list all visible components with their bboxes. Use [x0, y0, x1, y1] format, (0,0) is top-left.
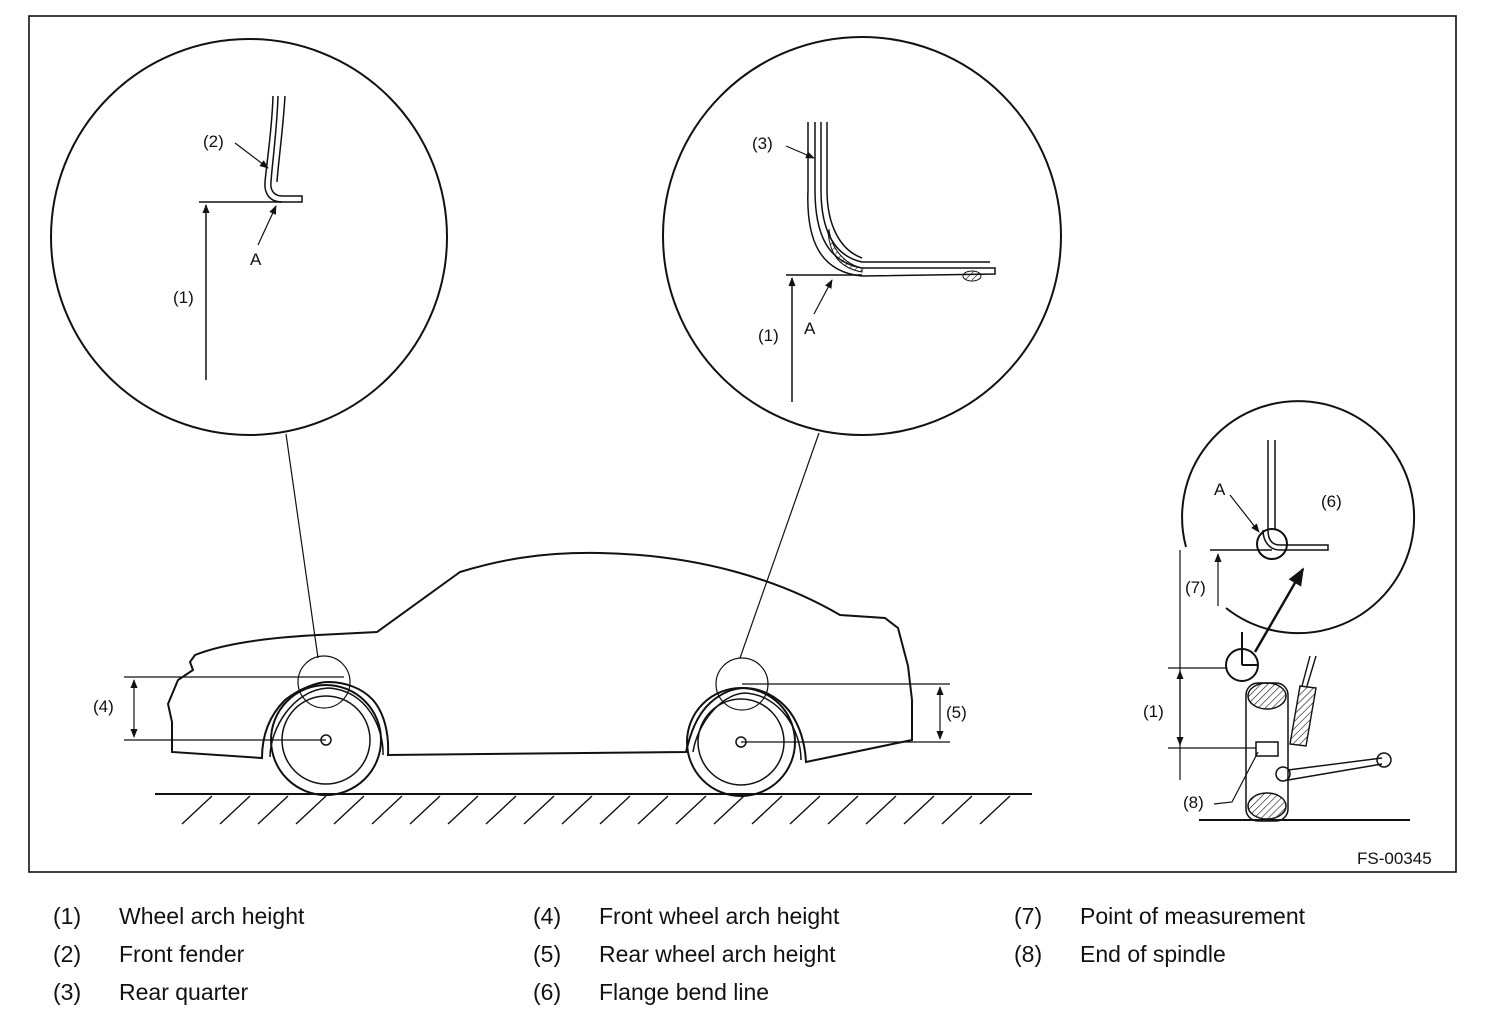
ground-hatch-stroke	[599, 795, 631, 825]
rear-quarter-pointer	[785, 145, 815, 159]
legend-desc: Flange bend line	[599, 979, 770, 1005]
legend-num: (2)	[53, 941, 82, 967]
spindle-point-a-pointer	[1229, 494, 1260, 533]
front-arch-callout-circle	[297, 655, 351, 709]
ground-hatch-stroke	[941, 795, 973, 825]
rear-quarter-detail-circle	[662, 36, 1062, 436]
rear-arch-height-dimension	[741, 683, 950, 743]
legend-num: (6)	[533, 979, 562, 1005]
rear-quarter-seal-bead	[962, 270, 982, 282]
spindle-top-marker	[1225, 632, 1259, 682]
bend-point-circle	[1256, 528, 1288, 560]
spindle-height-dimension	[1168, 550, 1256, 780]
ground-hatch-stroke	[789, 795, 821, 825]
ground-hatch-stroke	[865, 795, 897, 825]
end-of-spindle-pointer	[1213, 751, 1259, 805]
legend-desc: End of spindle	[1080, 941, 1226, 967]
legend-desc: Front wheel arch height	[599, 903, 840, 929]
legend-num: (1)	[53, 903, 82, 929]
legend: (1) Wheel arch height (2) Front fender (…	[0, 898, 1504, 1018]
rear-arch-height-label: (5)	[946, 703, 967, 722]
rear-detail-height-label: (1)	[758, 326, 779, 345]
front-arch-height-dimension	[124, 676, 344, 741]
ground-hatch-stroke	[675, 795, 707, 825]
ground-hatch-stroke	[219, 795, 251, 825]
ground-hatch-stroke	[979, 795, 1011, 825]
legend-num: (3)	[53, 979, 82, 1005]
ground-hatch-stroke	[409, 795, 441, 825]
legend-num: (7)	[1014, 903, 1043, 929]
legend-desc: Point of measurement	[1080, 903, 1306, 929]
figure-id-code: FS-00345	[1357, 849, 1432, 868]
figure-frame	[28, 15, 1457, 873]
legend-desc: Rear quarter	[119, 979, 249, 1005]
ground-hatch-stroke	[561, 795, 593, 825]
ground	[155, 793, 1032, 825]
front-fender-pointer	[234, 142, 269, 169]
rear-quarter-sealer	[827, 228, 863, 273]
rear-callout-leader	[739, 432, 820, 659]
front-wheel-arch-liner	[269, 687, 384, 758]
wheel-arch-diagram: (4) (5) (1) (2) A (1) (3) A A (6)	[28, 15, 1457, 873]
front-callout-leader	[285, 433, 319, 659]
front-fender-flange	[264, 95, 303, 203]
rear-wheel-arch-liner	[692, 692, 802, 761]
front-detail-height-label: (1)	[173, 288, 194, 307]
legend-desc: Rear wheel arch height	[599, 941, 836, 967]
front-fender-detail-circle	[50, 38, 448, 436]
ground-hatch-stroke	[295, 795, 327, 825]
ground-hatch-stroke	[827, 795, 859, 825]
spindle-detail-flange	[1262, 440, 1329, 551]
spindle-height-label: (1)	[1143, 702, 1164, 721]
front-point-a-label: A	[250, 250, 262, 269]
front-arch-height-label: (4)	[93, 697, 114, 716]
point-of-measurement-label: (7)	[1185, 578, 1206, 597]
ground-hatch-stroke	[257, 795, 289, 825]
end-of-spindle-label: (8)	[1183, 793, 1204, 812]
ground-hatch-stroke	[181, 795, 213, 825]
flange-bend-line-label: (6)	[1321, 492, 1342, 511]
legend-num: (5)	[533, 941, 562, 967]
front-point-a-pointer	[257, 205, 277, 246]
legend-num: (8)	[1014, 941, 1043, 967]
ground-hatch-stroke	[751, 795, 783, 825]
spindle-point-a-label: A	[1214, 480, 1226, 499]
rear-quarter-label: (3)	[752, 134, 773, 153]
ground-hatch-stroke	[637, 795, 669, 825]
flange-bend-detail-circle	[1181, 400, 1416, 635]
legend-desc: Front fender	[119, 941, 245, 967]
ground-hatch-stroke	[371, 795, 403, 825]
zoom-direction-arrow	[1253, 567, 1305, 653]
front-fender-label: (2)	[203, 132, 224, 151]
ground-hatch-stroke	[523, 795, 555, 825]
rear-point-a-label: A	[804, 319, 816, 338]
rear-point-a-pointer	[813, 279, 833, 315]
ground-hatch-stroke	[485, 795, 517, 825]
ground-hatch-stroke	[713, 795, 745, 825]
ground-hatch-stroke	[903, 795, 935, 825]
ground-hatch-stroke	[447, 795, 479, 825]
ground-hatch-stroke	[333, 795, 365, 825]
car-body-outline	[166, 551, 913, 764]
spindle-wheel-section	[1245, 682, 1392, 822]
legend-desc: Wheel arch height	[119, 903, 305, 929]
legend-num: (4)	[533, 903, 562, 929]
shock-absorber	[1289, 655, 1317, 747]
